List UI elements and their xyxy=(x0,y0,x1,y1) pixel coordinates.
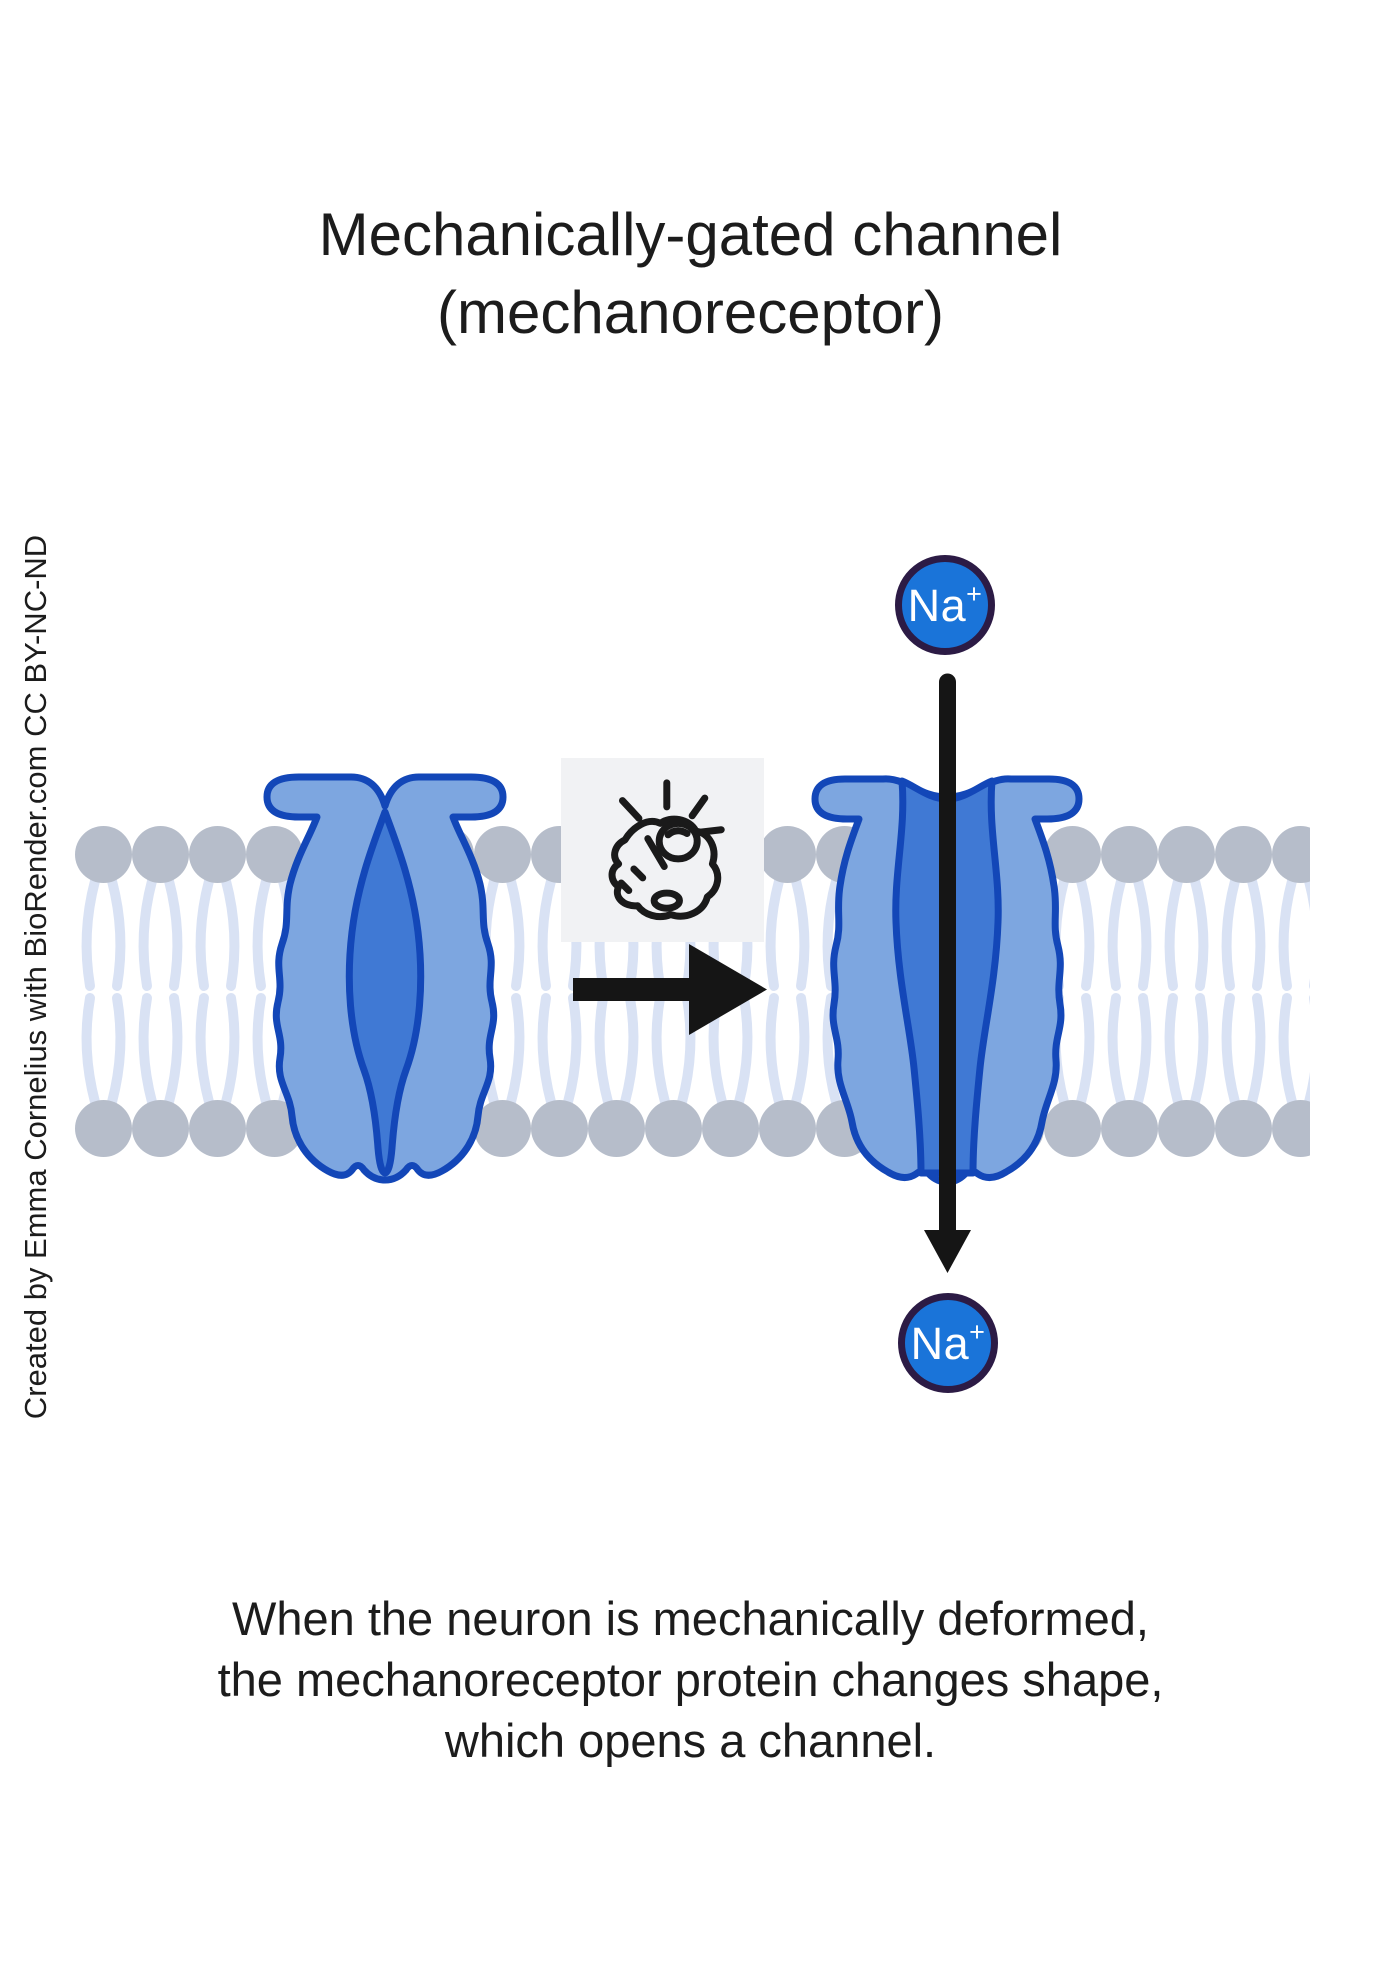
ion-charge: + xyxy=(969,1316,986,1347)
page-title: Mechanically-gated channel (mechanorecep… xyxy=(0,196,1381,352)
sodium-ion-bottom: Na+ xyxy=(898,1293,998,1393)
ion-symbol: Na xyxy=(910,1317,970,1369)
ion-symbol: Na xyxy=(907,579,967,631)
right-arrow-icon xyxy=(573,944,767,1035)
ion-label: Na+ xyxy=(907,579,983,631)
ion-label: Na+ xyxy=(910,1317,986,1369)
title-line2: (mechanoreceptor) xyxy=(437,279,944,346)
caption-line1: When the neuron is mechanically deformed… xyxy=(232,1592,1149,1645)
title-line1: Mechanically-gated channel xyxy=(318,201,1063,268)
closed-channel-pore xyxy=(345,808,425,1177)
mechanical-stimulus-box xyxy=(561,758,764,942)
caption-line2: the mechanoreceptor protein changes shap… xyxy=(217,1653,1164,1706)
closed-channel-protein xyxy=(263,773,507,1184)
caption-line3: which opens a channel. xyxy=(444,1714,937,1767)
sodium-ion-top: Na+ xyxy=(895,555,995,655)
figure-caption: When the neuron is mechanically deformed… xyxy=(0,1588,1381,1771)
down-arrow-icon xyxy=(924,673,971,1273)
attribution-credit: Created by Emma Cornelius with BioRender… xyxy=(18,534,53,1420)
punching-fist-icon xyxy=(608,779,725,921)
ion-charge: + xyxy=(966,578,983,609)
